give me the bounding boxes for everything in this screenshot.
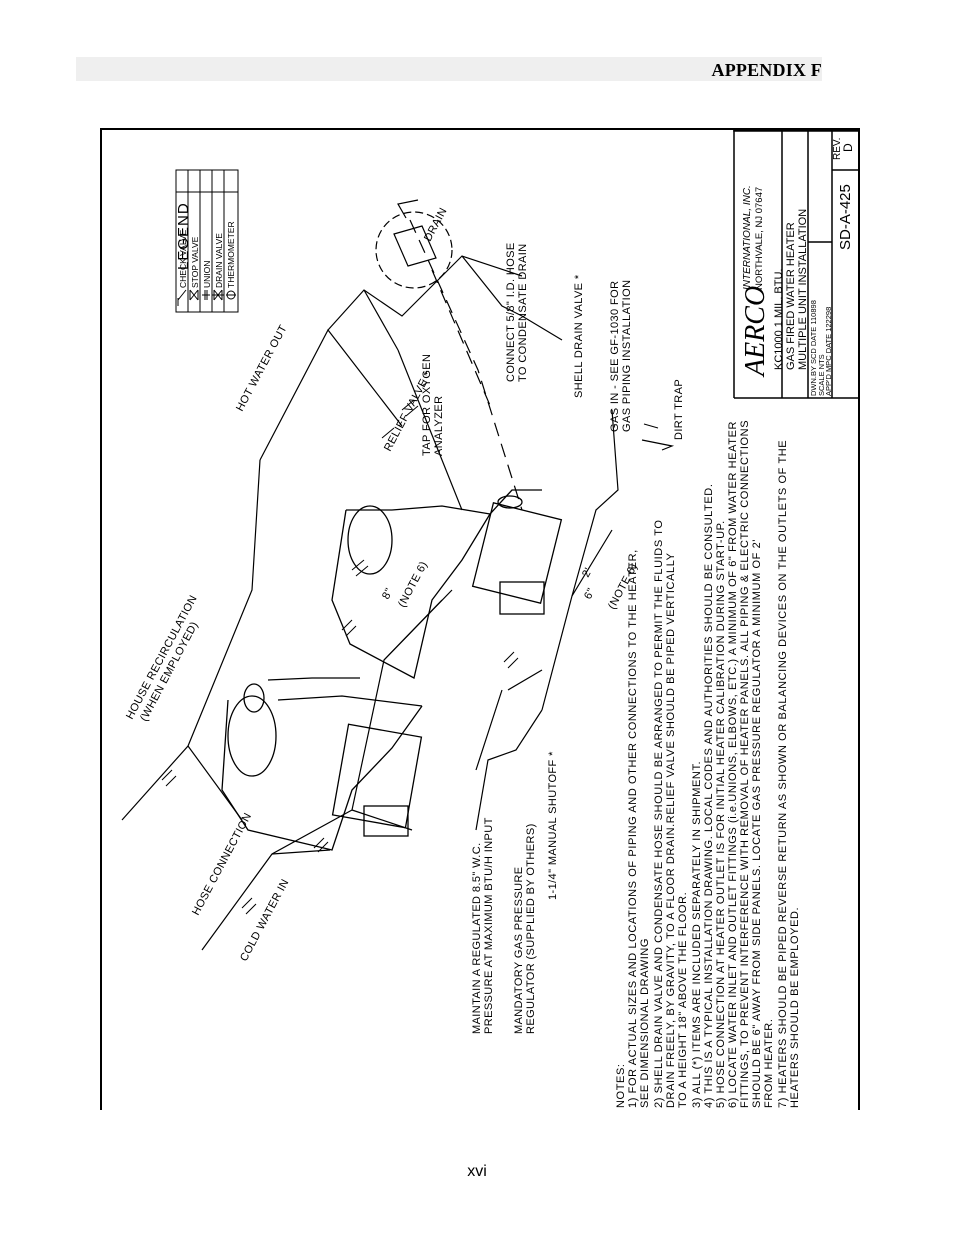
label-maintain-1: MAINTAIN A REGULATED 8.5" W.C. [471,842,483,1034]
header-band [76,57,822,81]
right-heater [331,489,563,679]
note-line: DRAIN FREELY, BY GRAVITY, TO A FLOOR DRA… [665,552,677,1108]
note-line: 7) HEATERS SHOULD BE PIPED REVERSE RETUR… [777,440,789,1108]
label-maintain-2: PRESSURE AT MAXIMUM BTU/H INPUT [483,817,495,1034]
label-mandatory-2: REGULATOR (SUPPLIED BY OTHERS) [525,823,537,1034]
note-line: 6) LOCATE WATER INLET AND OUTLET FITTING… [727,421,739,1108]
label-dim-8: 8" [380,586,396,601]
condensate-drain-dashed [409,219,523,511]
page-number: xvi [467,1163,487,1180]
note-line: FITTINGS, TO PREVENT INTERFERENCE WITH R… [739,420,751,1108]
note-line: 2) SHELL DRAIN VALVE AND CONDENSATE HOSE… [653,519,665,1108]
legend: LEGEND CHECK VALVE STOP VALVE UNION DRAI… [175,169,239,313]
note-line: HEATERS SHOULD BE EMPLOYED. [789,907,801,1108]
legend-item-stop-valve: STOP VALVE [190,236,200,288]
label-dim-6: 6" [582,586,598,601]
label-gas-in-1: GAS IN - SEE GF-1030 FOR [609,281,621,432]
hot-water-header [259,328,403,461]
stop-valve-icon [189,289,199,301]
label-tap-oxygen-1: TAP FOR OXYGEN [421,354,433,456]
title-block-text: AERCO INTERNATIONAL, INC. NORTHVALE, NJ … [740,138,855,396]
note-line: 4) THIS IS A TYPICAL INSTALLATION DRAWIN… [703,484,715,1108]
note-line: 5) HOSE CONNECTION AT HEATER OUTLET IS F… [715,520,727,1108]
union-icon [202,290,210,300]
legend-item-check-valve: CHECK VALVE [178,229,188,288]
title-block [733,129,859,399]
company-name: AERCO [740,286,771,378]
hot-water-out-line [327,255,523,331]
note-line: SHOULD BE 6" AWAY FROM SIDE PANELS. LOCA… [751,539,763,1108]
label-connect-hose-2: TO CONDENSATE DRAIN [517,243,529,382]
callouts: HOUSE RECIRCULATION (WHEN EMPLOYED) HOT … [124,206,685,1034]
drain-detail [375,199,453,289]
drawing-svg: AERCO INTERNATIONAL, INC. NORTHVALE, NJ … [121,129,859,1108]
drain-valve-icon [212,289,224,301]
legend-item-drain-valve: DRAIN VALVE [214,233,224,288]
legend-item-thermometer: THERMOMETER [226,221,236,288]
label-manual-shutoff: 1-1/4" MANUAL SHUTOFF * [547,751,559,900]
valve-marks [161,399,659,915]
appendix-title: APPENDIX F [711,60,822,80]
company-address: NORTHVALE, NJ 07647 [754,187,765,290]
rev-letter: D [841,143,855,152]
label-dirt-trap: DIRT TRAP [673,379,685,440]
drawing-number: SD-A-425 [837,184,854,250]
title-line-3: MULTIPLE UNIT INSTALLATION [797,209,809,370]
thermometer-icon [226,290,236,300]
rev-label: REV. [832,138,843,160]
recirc-line [121,459,261,821]
notes-block: NOTES: 1) FOR ACTUAL SIZES AND LOCATIONS… [615,420,801,1108]
appd: APP'D MPC DATE 122298 [824,307,833,396]
scale: SCALE NTS [817,354,826,396]
note-line: SEE DIMENSIONAL DRAWING [639,938,651,1108]
legend-item-union: UNION [202,261,212,288]
label-dim-2: 2' [580,566,595,580]
installation-drawing: AERCO INTERNATIONAL, INC. NORTHVALE, NJ … [100,128,860,1110]
note-line: TO A HEIGHT 18" ABOVE THE FLOOR. [677,892,689,1108]
label-hot-water-out: HOT WATER OUT [234,323,290,413]
notes-heading: NOTES: [615,1063,627,1108]
label-drain: DRAIN [422,206,450,244]
dwn-by: DWN.BY SCD DATE 110898 [809,300,818,396]
left-heater [221,677,423,851]
label-mandatory-1: MANDATORY GAS PRESSURE [513,866,525,1034]
label-shell-drain: SHELL DRAIN VALVE * [573,274,585,398]
note-line: FROM HEATER. [763,1019,775,1109]
title-line-1: KC1000 1 MIL. BTU. [773,269,785,371]
label-connect-hose-1: CONNECT 5/8" I.D. HOSE [505,242,517,382]
check-valve-icon [177,289,187,306]
title-line-2: GAS FIRED WATER HEATER [785,222,797,370]
label-hose-connection: HOSE CONNECTION [190,811,254,917]
company-sub: INTERNATIONAL, INC. [742,185,753,290]
note-line: 3) ALL (*) ITEMS ARE INCLUDED SEPARATELY… [691,761,703,1108]
note-line: 1) FOR ACTUAL SIZES AND LOCATIONS OF PIP… [627,549,639,1108]
label-house-recirc-1: HOUSE RECIRCULATION [124,593,200,721]
label-tap-oxygen-2: ANALYZER [433,396,445,456]
piping-schematic [121,219,675,951]
label-note6-a: (NOTE 6) [396,559,430,609]
label-gas-in-2: GAS PIPING INSTALLATION [621,280,633,432]
